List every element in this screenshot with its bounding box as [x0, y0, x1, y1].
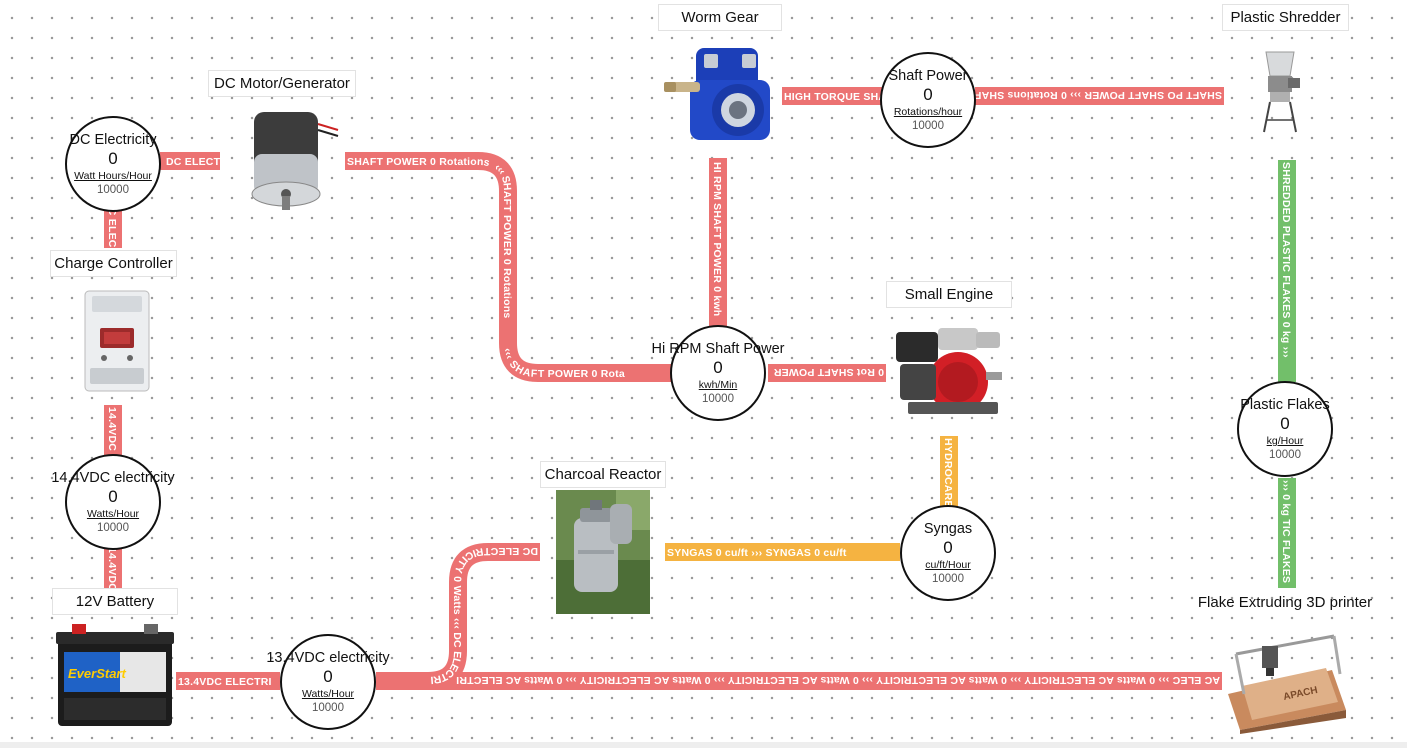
node-title: Plastic Flakes	[1240, 397, 1330, 413]
flow-label-shaft-right: SHAFT PO SHAFT POWER ››› 0 Rotations SHA…	[0, 0, 1222, 101]
node-unit[interactable]: Watts/Hour	[86, 508, 140, 520]
node-unit[interactable]: Watts/Hour	[301, 688, 355, 700]
flow-label-14vdc-upper: 14.4VDC	[106, 407, 118, 451]
small-engine-image[interactable]	[888, 320, 1010, 422]
flow-label-shaft-bottom: ‹‹‹ SHAFT POWER 0 Rota	[501, 347, 625, 380]
label-worm-gear[interactable]: Worm Gear	[658, 4, 782, 31]
node-syngas[interactable]: Syngas 0 cu/ft/Hour 10000	[900, 505, 996, 601]
3d-printer-image[interactable]: APACH	[1222, 630, 1348, 734]
node-max: 10000	[1269, 449, 1301, 461]
node-14vdc-electricity[interactable]: 14.4VDC electricity 0 Watts/Hour 10000	[51, 454, 175, 550]
node-value: 0	[1280, 414, 1290, 433]
node-max: 10000	[702, 393, 734, 405]
flow-label-flakes: ››› 0 kg TIC FLAKES	[1280, 480, 1292, 583]
battery-image[interactable]: EverStart	[54, 622, 176, 730]
node-value: 0	[323, 667, 333, 686]
node-max: 10000	[97, 522, 129, 534]
node-max: 10000	[912, 120, 944, 132]
label-12v-battery[interactable]: 12V Battery	[52, 588, 178, 615]
flow-label-shredded: SHREDDED PLASTIC FLAKES 0 kg ›››	[1280, 162, 1292, 358]
label-dc-motor-generator[interactable]: DC Motor/Generator	[208, 70, 356, 97]
label-small-engine[interactable]: Small Engine	[886, 281, 1012, 308]
node-max: 10000	[312, 702, 344, 714]
node-title: DC Electricity	[69, 132, 157, 148]
node-title: Hi RPM Shaft Power	[651, 341, 785, 357]
node-value: 0	[108, 487, 118, 506]
node-unit[interactable]: Rotations/hour	[893, 106, 963, 118]
node-value: 0	[943, 538, 953, 557]
plastic-shredder-image[interactable]	[1252, 48, 1308, 136]
node-dc-electricity[interactable]: DC Electricity 0 Watt Hours/Hour 10000	[65, 116, 161, 212]
flow-label-ac: AC ELEC ››› 0 Watts AC ELECTRICITY ››› 0…	[456, 674, 1220, 686]
dc-motor-image[interactable]	[240, 104, 340, 214]
battery-brand-text: EverStart	[68, 666, 126, 681]
label-charcoal-reactor[interactable]: Charcoal Reactor	[540, 461, 666, 488]
node-13vdc-electricity[interactable]: 13.4VDC electricity 0 Watts/Hour 10000	[266, 634, 390, 730]
flow-label-high-torque: HIGH TORQUE SHA	[784, 91, 886, 103]
label-charge-controller[interactable]: Charge Controller	[50, 250, 177, 277]
node-unit[interactable]: Watt Hours/Hour	[74, 170, 152, 182]
horizontal-scrollbar[interactable]	[0, 742, 1407, 748]
charcoal-reactor-image[interactable]	[556, 490, 650, 614]
label-flake-extruder[interactable]: Flake Extruding 3D printer	[1197, 594, 1373, 611]
node-shaft-power[interactable]: Shaft Power 0 Rotations/hour 10000	[880, 52, 976, 148]
node-unit[interactable]: cu/ft/Hour	[925, 559, 971, 571]
flow-label-shaft-left: SHAFT POWER 0 Rotations	[347, 156, 491, 169]
node-unit[interactable]: kwh/Min	[698, 379, 738, 391]
node-max: 10000	[932, 573, 964, 585]
charge-controller-image[interactable]	[82, 288, 152, 394]
label-plastic-shredder[interactable]: Plastic Shredder	[1222, 4, 1349, 31]
flow-label-shaft-curve: ‹‹‹ SHAFT POWER 0 Rotations	[492, 161, 513, 318]
flow-label-hydrocarbon: HYDROCARB	[942, 438, 954, 508]
node-value: 0	[108, 149, 118, 168]
node-hi-rpm-shaft-power[interactable]: Hi RPM Shaft Power 0 kwh/Min 10000	[652, 325, 784, 421]
node-value: 0	[713, 358, 723, 377]
node-title: Shaft Power	[888, 68, 968, 84]
node-max: 10000	[97, 184, 129, 196]
node-value: 0	[923, 85, 933, 104]
worm-gear-image[interactable]	[660, 40, 782, 156]
flow-label-engine: 0 Rot SHAFT POWER	[773, 366, 884, 378]
node-title: Syngas	[923, 521, 973, 537]
flow-label-13vdc: 13.4VDC ELECTRI	[178, 676, 272, 688]
flow-label-syngas: SYNGAS 0 cu/ft ››› SYNGAS 0 cu/ft	[667, 547, 847, 559]
node-title: 13.4VDC electricity	[266, 650, 390, 666]
node-plastic-flakes[interactable]: Plastic Flakes 0 kg/Hour 10000	[1237, 381, 1333, 477]
node-unit[interactable]: kg/Hour	[1266, 435, 1304, 447]
flow-label-dc-vertical: DC ELEC	[106, 200, 118, 248]
node-title: 14.4VDC electricity	[51, 470, 175, 486]
flow-label-hi-rpm: HI RPM SHAFT POWER 0 kwh	[711, 162, 723, 316]
